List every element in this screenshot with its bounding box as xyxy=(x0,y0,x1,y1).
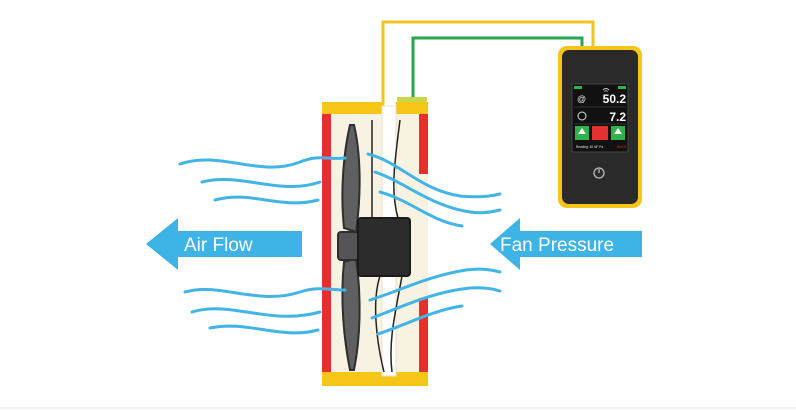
yellow-tube xyxy=(381,20,595,108)
up-arrow-icon xyxy=(614,128,622,134)
primary-symbol: @ xyxy=(577,94,586,104)
air-flow-arrow-shape xyxy=(146,218,302,270)
wind-line xyxy=(368,267,502,302)
housing-bottom-cap xyxy=(322,372,428,386)
pressure-tubes xyxy=(381,20,595,108)
wifi-icon xyxy=(602,88,610,92)
air-flow-label: Air Flow xyxy=(184,235,253,256)
fan-assembly xyxy=(337,119,411,373)
secondary-reading: 7.2 xyxy=(609,110,626,124)
status-red-center xyxy=(592,126,608,140)
wind-line xyxy=(208,324,320,335)
wind-streams xyxy=(178,152,502,336)
meter-screen xyxy=(571,83,629,153)
status-indicator xyxy=(574,86,582,89)
wind-line xyxy=(190,307,322,318)
meter-footer-right: Hi=0.9 xyxy=(617,145,627,149)
primary-reading: 50.2 xyxy=(603,92,627,106)
wind-line xyxy=(213,195,320,205)
fan-blade-lower xyxy=(341,256,361,371)
housing-right-wall-top xyxy=(419,114,428,174)
wind-line xyxy=(378,190,464,228)
fan-icon xyxy=(577,111,587,121)
wind-line xyxy=(183,287,347,298)
battery-icon xyxy=(618,86,626,89)
fan-motor-icon xyxy=(357,217,411,277)
housing-right-wall-bottom xyxy=(419,298,428,372)
power-button-icon[interactable] xyxy=(593,167,605,179)
motor-wire-3 xyxy=(374,275,385,373)
meter-footer-left: Reading: 40 NF Pa xyxy=(576,145,603,149)
green-tube xyxy=(411,36,584,100)
fan-pressure-label: Fan Pressure xyxy=(500,235,614,256)
fan-pressure-arrow-shape xyxy=(490,218,642,270)
up-arrow-icon xyxy=(578,128,586,134)
fan-hub xyxy=(337,231,361,261)
wind-line xyxy=(178,156,347,169)
wind-line xyxy=(370,286,502,320)
wind-line xyxy=(366,152,502,199)
wind-line xyxy=(373,170,502,215)
pressure-meter: @ 50.2 7.2 Reading: 40 NF Pa Hi=0.9 xyxy=(558,46,642,208)
wind-line xyxy=(376,304,464,336)
housing-left-wall xyxy=(322,114,331,372)
motor-wire-2 xyxy=(393,119,401,219)
fan-pressure-arrow: Fan Pressure xyxy=(490,218,642,270)
housing-top-cap-right xyxy=(396,102,428,114)
motor-wire-4 xyxy=(390,275,403,373)
wind-line xyxy=(200,178,322,188)
housing-top-cap xyxy=(322,102,382,114)
air-flow-arrow: Air Flow xyxy=(146,218,302,270)
